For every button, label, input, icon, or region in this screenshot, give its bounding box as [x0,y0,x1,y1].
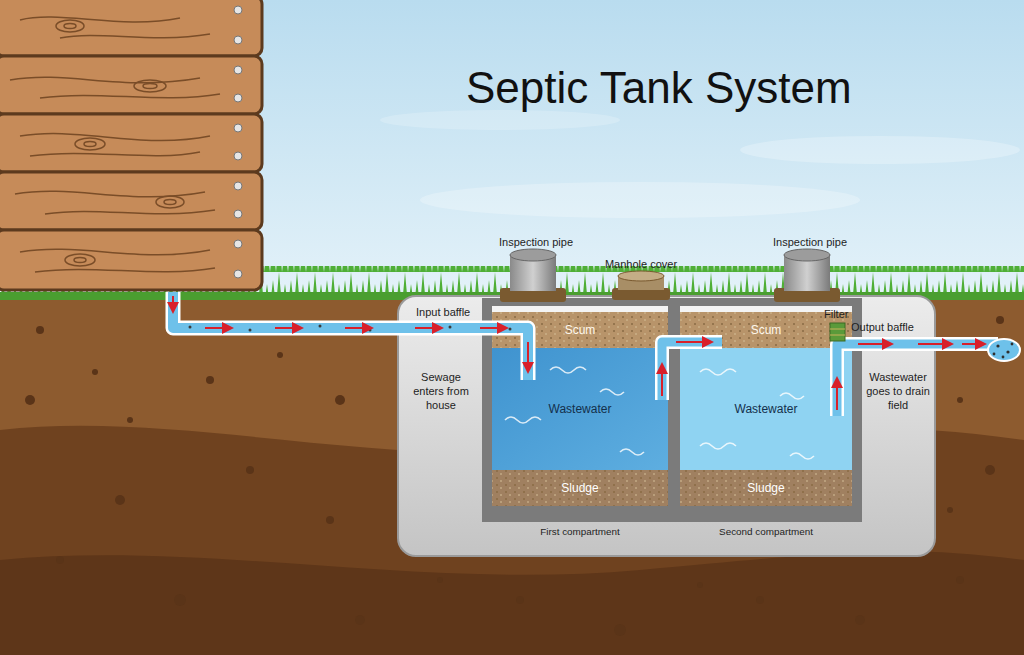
part-label: Inspection pipe [481,235,591,249]
layer-label: Wastewater [735,402,798,416]
layer-label: Scum [565,323,596,337]
diagram-title: Septic Tank System [466,62,852,114]
sludge-layer: Sludge [680,470,852,506]
layer-label: Scum [751,323,782,337]
wastewater-layer: Wastewater [492,348,668,470]
layer-label: Sludge [747,481,784,495]
scum-layer: Scum [680,312,852,348]
part-label: Output baffle [851,320,931,334]
tank-compartment: First compartmentScumWastewaterSludge [492,306,668,506]
wastewater-layer: Wastewater [680,348,852,470]
part-label: Input baffle [416,305,486,319]
layer-label: Wastewater [549,402,612,416]
scum-layer: Scum [492,312,668,348]
sludge-layer: Sludge [492,470,668,506]
flow-note: Sewage enters from house [406,370,476,412]
part-label: Manhole cover [586,257,696,271]
tank-compartment: Second compartmentScumWastewaterSludge [680,306,852,506]
flow-note: Wastewater goes to drain field [866,370,930,412]
compartment-label: First compartment [492,525,668,539]
compartment-label: Second compartment [680,525,852,539]
layer-label: Sludge [561,481,598,495]
part-label: Inspection pipe [755,235,865,249]
part-label: Filter [824,307,864,321]
